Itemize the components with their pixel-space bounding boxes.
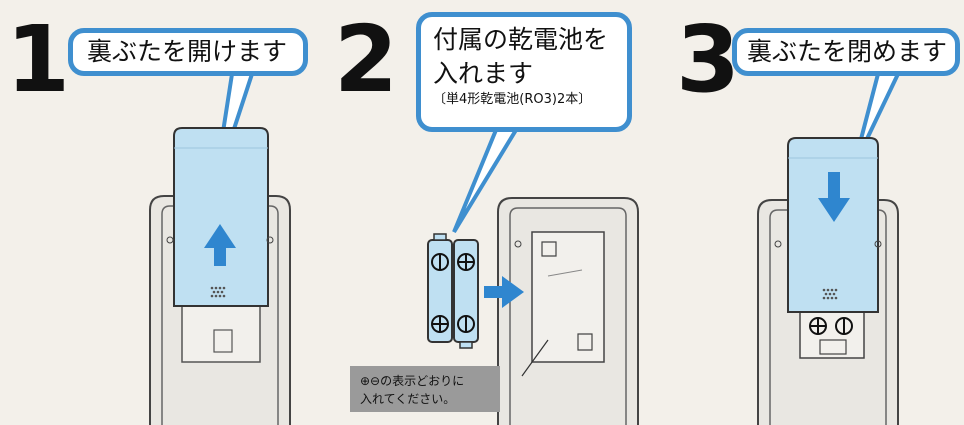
step-3-down-arrow-icon (818, 172, 850, 222)
step-2-caption-line2: 入れます (433, 59, 534, 88)
step-3-caption: 裏ぶたを閉めます (747, 37, 948, 66)
step-2-caption-line1: 付属の乾電池を (433, 25, 609, 54)
polarity-note-line2: 入れてください。 (360, 392, 456, 406)
plus-icon (457, 253, 475, 271)
step-3-remote-illustration (757, 72, 902, 425)
step-3-panel: 3 裏ぶたを閉めます (650, 0, 964, 425)
minus-icon (457, 315, 475, 333)
step-3-grip-dots (822, 288, 838, 300)
step-2-number: 2 (334, 6, 398, 113)
step-3-number: 3 (676, 6, 740, 113)
polarity-note: ⊕⊖の表示どおりに 入れてください。 (350, 366, 500, 412)
polarity-note-line1: ⊕⊖の表示どおりに (360, 374, 465, 388)
step-1-callout: 裏ぶたを開けます (68, 28, 308, 76)
step-3-back-cover (787, 137, 879, 313)
step-1-back-cover (173, 127, 269, 307)
step-1-grip-dots (210, 286, 226, 298)
step-1-up-arrow-icon (204, 224, 236, 266)
step-3-callout: 裏ぶたを閉めます (732, 28, 960, 76)
minus-icon (431, 253, 449, 271)
step-1-remote-illustration (149, 72, 291, 425)
minus-icon (835, 317, 853, 335)
step-1-caption: 裏ぶたを開けます (87, 37, 288, 66)
step-2-callout: 付属の乾電池を 入れます 〔単4形乾電池(RO3)2本〕 (416, 12, 632, 132)
step-1-number: 1 (6, 6, 70, 113)
step-2-batteries (427, 233, 479, 349)
plus-icon (431, 315, 449, 333)
step-2-caption-sub: 〔単4形乾電池(RO3)2本〕 (433, 92, 592, 107)
step-1-panel: 1 裏ぶたを開けます (0, 0, 320, 425)
step-2-panel: 2 付属の乾電池を 入れます 〔 (320, 0, 650, 425)
step-2-polarity-markers (431, 253, 475, 333)
plus-icon (809, 317, 827, 335)
step-2-right-arrow-icon (484, 276, 524, 308)
step-2-battery-compartment (531, 231, 605, 363)
